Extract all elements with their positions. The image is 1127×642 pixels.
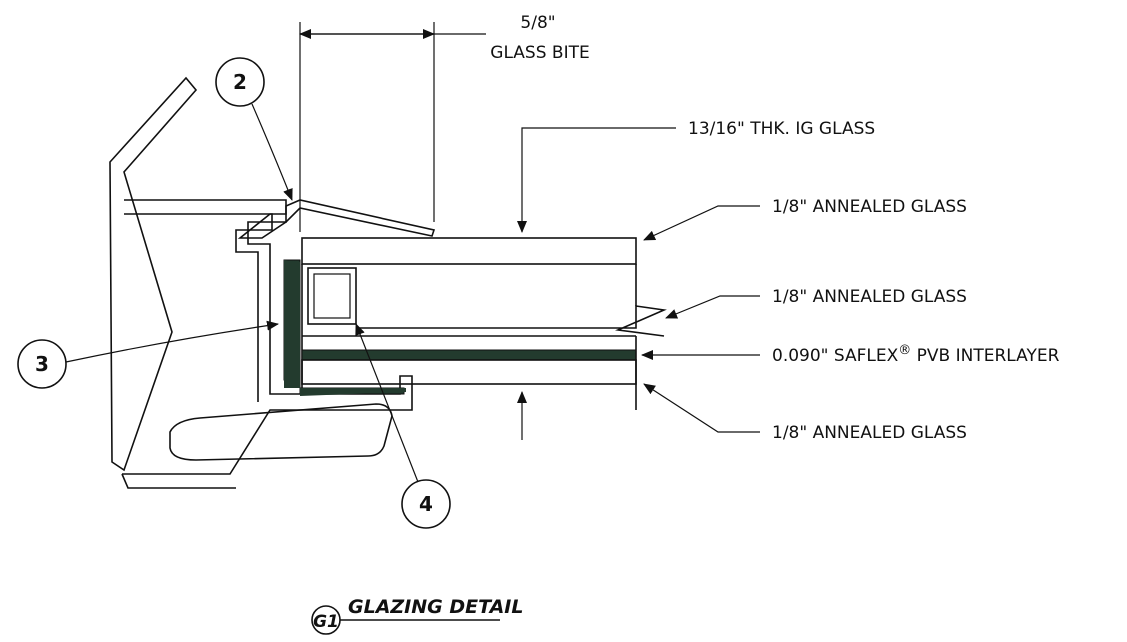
annealed-middle-label: 1/8" ANNEALED GLASS <box>772 287 967 307</box>
detail-title: GLAZING DETAIL <box>348 596 523 618</box>
callout-annealed-middle: 1/8" ANNEALED GLASS <box>665 287 967 319</box>
ig-glass-unit <box>301 237 667 410</box>
detail-title-block: G1 GLAZING DETAIL <box>311 596 523 635</box>
svg-text:3: 3 <box>35 352 49 376</box>
svg-text:2: 2 <box>233 70 247 94</box>
annealed-top-label: 1/8" ANNEALED GLASS <box>772 197 967 217</box>
balloon-4: 4 <box>355 323 451 529</box>
detail-tag: G1 <box>313 612 339 632</box>
callout-annealed-top: 1/8" ANNEALED GLASS <box>643 197 967 241</box>
balloon-3: 3 <box>17 320 279 389</box>
glass-bite-value: 5/8" <box>520 13 555 33</box>
svg-text:4: 4 <box>419 492 433 516</box>
callout-interlayer: 0.090" SAFLEX® PVB INTERLAYER <box>641 343 1060 366</box>
ig-glass-callout: 13/16" THK. IG GLASS <box>688 119 875 139</box>
annealed-bottom-label: 1/8" ANNEALED GLASS <box>772 423 967 443</box>
interlayer-label: 0.090" SAFLEX® PVB INTERLAYER <box>772 343 1060 366</box>
frame-profile <box>109 76 413 489</box>
balloon-2: 2 <box>215 57 293 201</box>
ig-thickness-dimension: 13/16" THK. IG GLASS <box>517 119 875 440</box>
glazing-stop <box>237 199 436 239</box>
structural-sealant <box>283 259 406 396</box>
registered-mark: ® <box>898 343 911 358</box>
glass-bite-label: GLASS BITE <box>490 43 589 63</box>
glass-bite-dimension: 5/8" GLASS BITE <box>299 13 590 232</box>
callout-annealed-bottom: 1/8" ANNEALED GLASS <box>643 383 967 443</box>
